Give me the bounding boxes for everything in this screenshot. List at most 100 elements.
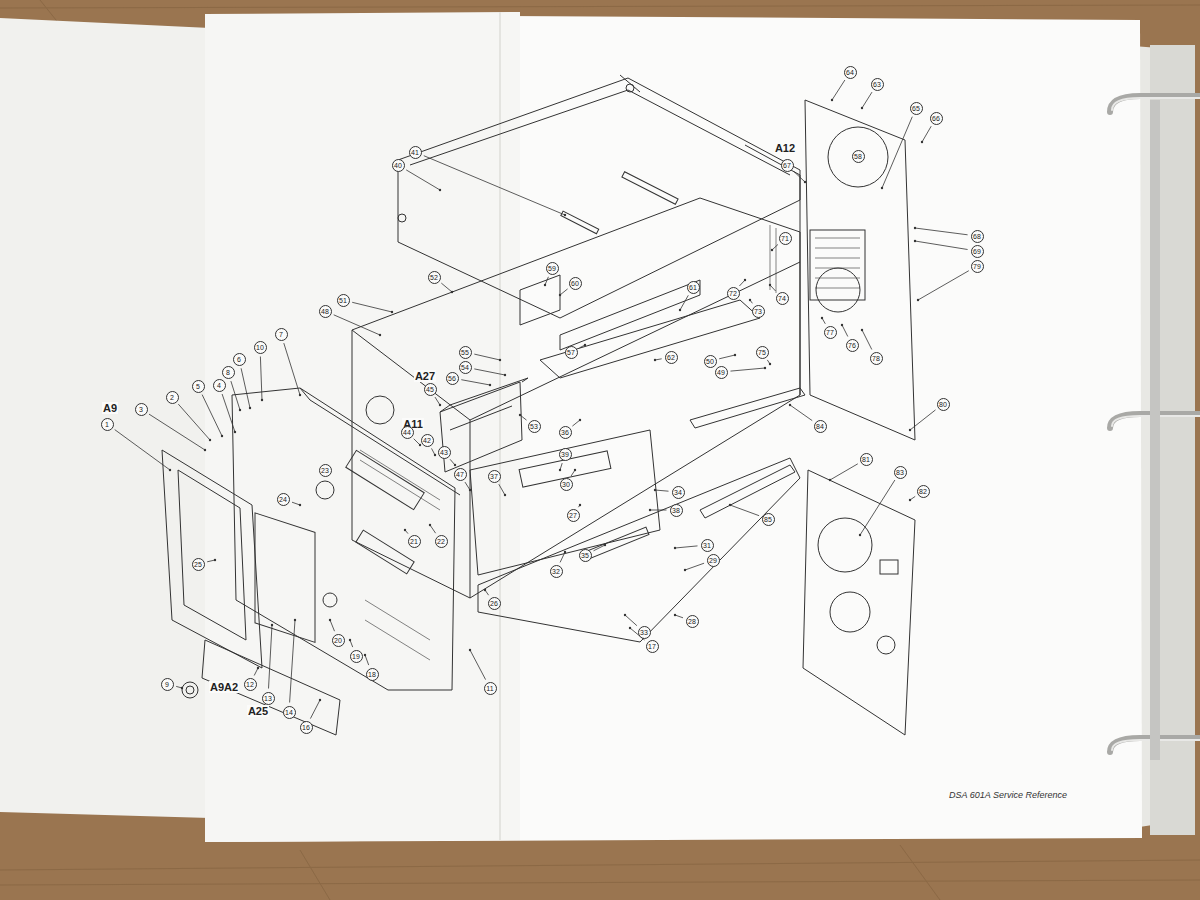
leader-line	[430, 525, 436, 533]
leader-line	[772, 244, 778, 250]
leader-line	[414, 439, 420, 445]
leader-line	[520, 415, 527, 420]
callout-number: 54	[459, 361, 472, 374]
callout-number: 69	[971, 245, 984, 258]
leader-line	[922, 126, 931, 142]
leader-line	[862, 330, 872, 350]
leader-line	[731, 368, 766, 371]
leader-line	[260, 357, 262, 401]
leader-tip	[559, 469, 561, 471]
leader-tip	[469, 489, 471, 491]
leader-tip	[859, 534, 861, 536]
leader-tip	[214, 559, 216, 561]
callout-number: 61	[687, 281, 700, 294]
leader-tip	[654, 489, 656, 491]
leader-line	[739, 280, 745, 286]
leader-line	[292, 502, 300, 505]
callout-number: 25	[192, 558, 205, 571]
callout-number: 76	[846, 339, 859, 352]
leader-tip	[294, 619, 296, 621]
leader-tip	[829, 479, 831, 481]
leader-tip	[734, 354, 736, 356]
callout-number: 83	[894, 466, 907, 479]
callout-number: 80	[937, 398, 950, 411]
leader-tip	[564, 551, 566, 553]
leader-tip	[469, 649, 471, 651]
callout-number: 81	[860, 453, 873, 466]
leader-tip	[909, 429, 911, 431]
callout-number: 75	[756, 346, 769, 359]
leader-tip	[654, 359, 656, 361]
leader-tip	[769, 363, 771, 365]
callout-number: 74	[776, 292, 789, 305]
leader-tip	[299, 394, 301, 396]
leader-tip	[574, 469, 576, 471]
callout-number: 18	[366, 668, 379, 681]
leader-tip	[604, 544, 606, 546]
callout-number: 17	[646, 640, 659, 653]
callout-number: 30	[560, 478, 573, 491]
callout-number: 62	[665, 351, 678, 364]
leader-line	[424, 156, 565, 215]
leader-line	[862, 92, 872, 108]
callout-number: 9	[161, 678, 174, 691]
callout-number: 3	[135, 403, 148, 416]
leader-line	[719, 355, 735, 359]
leader-tip	[419, 444, 421, 446]
callout-number: 23	[319, 464, 332, 477]
callout-number: 31	[701, 539, 714, 552]
leader-tip	[841, 324, 843, 326]
leader-tip	[674, 614, 676, 616]
leader-tip	[181, 687, 183, 689]
leader-tip	[789, 404, 791, 406]
leader-tip	[499, 359, 501, 361]
callout-number: 48	[319, 305, 332, 318]
callout-number: 47	[454, 468, 467, 481]
callout-number: 14	[283, 706, 296, 719]
assembly-label: A9	[102, 402, 118, 414]
leader-line	[470, 650, 486, 680]
leader-tip	[629, 627, 631, 629]
leader-tip	[861, 329, 863, 331]
callout-number: 85	[762, 513, 775, 526]
callout-number: 16	[300, 721, 313, 734]
leader-tip	[544, 284, 546, 286]
leader-tip	[921, 141, 923, 143]
leader-tip	[649, 509, 651, 511]
leader-line	[680, 295, 688, 310]
leader-line	[770, 285, 776, 291]
leader-tip	[579, 504, 581, 506]
leader-tip	[404, 529, 406, 531]
leader-line	[675, 615, 683, 618]
leader-tip	[764, 367, 766, 369]
leader-line	[441, 283, 452, 292]
leader-tip	[821, 317, 823, 319]
leader-line	[830, 464, 858, 480]
leader-line	[650, 510, 667, 511]
leader-line	[499, 484, 505, 495]
leader-tip	[559, 294, 561, 296]
leader-line	[910, 410, 936, 430]
leader-line	[365, 655, 369, 665]
leader-tip	[489, 384, 491, 386]
leader-tip	[579, 419, 581, 421]
callout-number: 66	[930, 112, 943, 125]
callout-number: 73	[752, 305, 765, 318]
callout-number: 65	[910, 102, 923, 115]
callout-number: 7	[275, 328, 288, 341]
leader-line	[730, 505, 759, 516]
leader-tip	[234, 431, 236, 433]
leader-tip	[504, 494, 506, 496]
callout-number: 33	[638, 626, 651, 639]
callout-number: 27	[567, 509, 580, 522]
callout-number: 11	[484, 682, 497, 695]
leader-tip	[439, 404, 441, 406]
callout-number: 22	[435, 535, 448, 548]
callout-number: 6	[233, 353, 246, 366]
callout-number: 4	[213, 379, 226, 392]
callout-number: 63	[871, 78, 884, 91]
leader-tip	[329, 619, 331, 621]
leader-line	[915, 228, 968, 235]
